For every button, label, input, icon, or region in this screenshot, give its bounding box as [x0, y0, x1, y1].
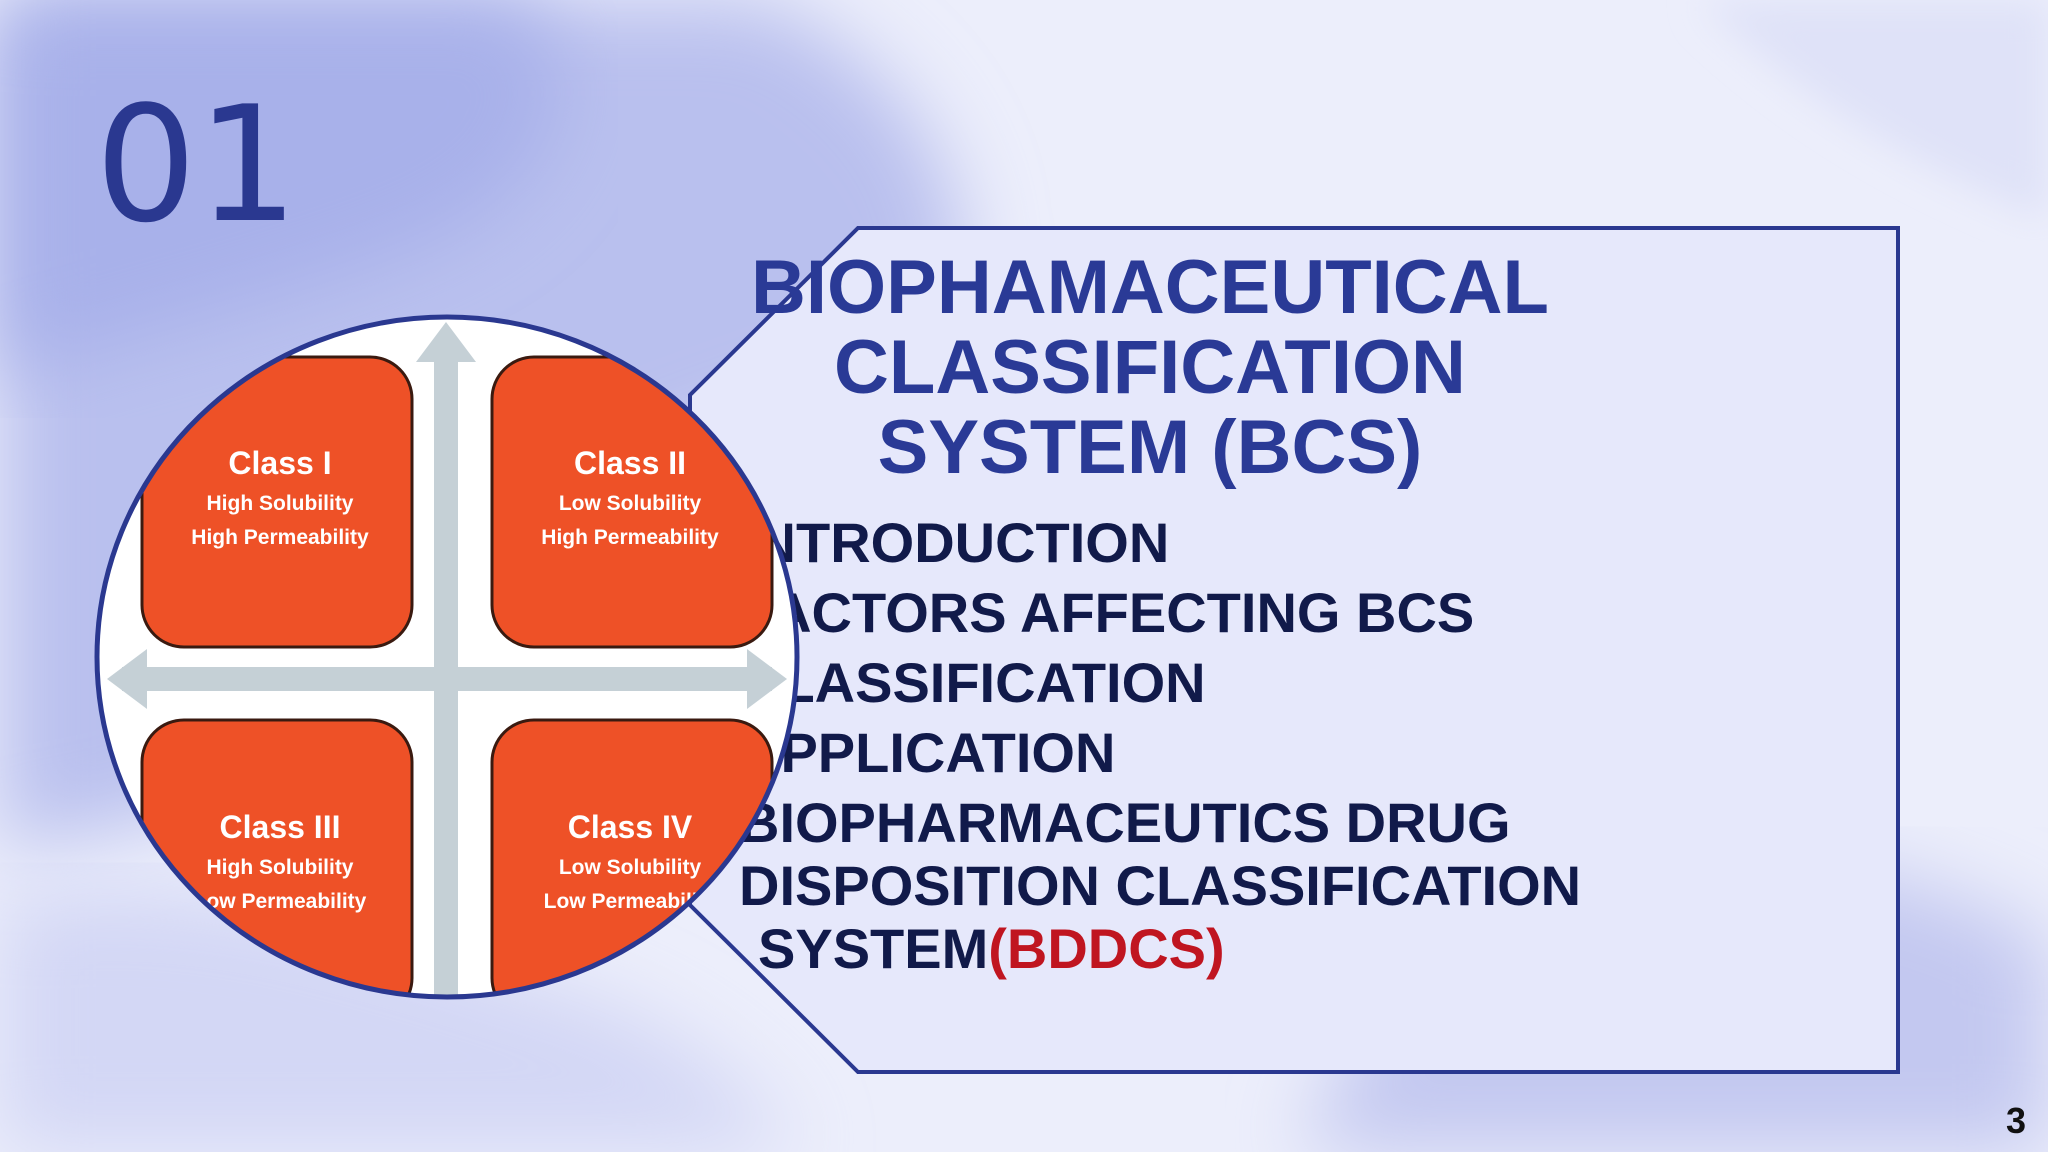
topic-item: APPLICATION — [740, 721, 1116, 784]
quadrant-permeability: Low Permeability — [194, 890, 367, 913]
slide-number: 01 — [95, 71, 299, 258]
quadrant-solubility: Low Solubility — [559, 492, 702, 515]
topic-item: DISPOSITION CLASSIFICATION — [739, 854, 1582, 917]
slide-title: BIOPHAMACEUTICAL CLASSIFICATION SYSTEM (… — [690, 248, 1610, 488]
quadrant-permeability: High Permeability — [541, 526, 719, 549]
quadrant-permeability: Low Permeability — [544, 890, 717, 913]
quadrant-title: Class IV — [568, 809, 693, 845]
quadrant-title: Class II — [574, 445, 686, 481]
quadrant-permeability: High Permeability — [191, 526, 369, 549]
quadrant-solubility: High Solubility — [207, 492, 354, 515]
quadrant-title: Class I — [228, 445, 331, 481]
topic-item-text: SYSTEM — [758, 917, 989, 980]
topic-item: CLASSIFICATION — [740, 651, 1206, 714]
quadrant-title: Class III — [220, 809, 341, 845]
title-line: SYSTEM (BCS) — [877, 405, 1423, 490]
topic-item: BIOPHARMACEUTICS DRUG — [739, 791, 1511, 854]
topic-item: FACTORS AFFECTING BCS — [740, 581, 1475, 644]
topic-item: INTRODUCTION — [740, 511, 1170, 574]
quadrant-solubility: Low Solubility — [559, 856, 702, 879]
title-line: BIOPHAMACEUTICAL — [751, 245, 1549, 330]
topic-accent: (BDDCS) — [988, 917, 1225, 980]
title-line: CLASSIFICATION — [834, 325, 1466, 410]
page-number: 3 — [2005, 1100, 2026, 1141]
bcs-quadrant-graphic: Class I High Solubility High Permeabilit… — [94, 314, 800, 1000]
quadrant-solubility: High Solubility — [207, 856, 354, 879]
topic-item: SYSTEM(BDDCS) — [758, 916, 1225, 981]
